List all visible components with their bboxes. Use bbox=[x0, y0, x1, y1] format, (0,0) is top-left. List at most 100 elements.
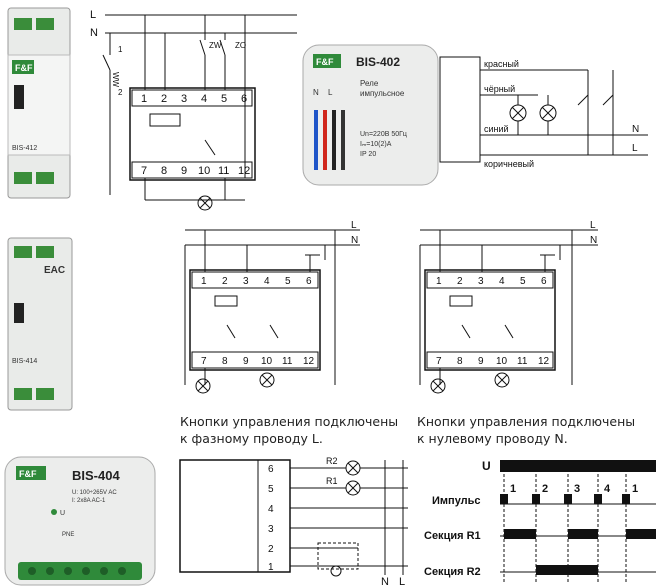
terminal-row-top: 1 2 3 4 5 6 bbox=[131, 89, 253, 107]
terminal-4: 4 bbox=[264, 276, 270, 287]
model-label: BIS-402 bbox=[356, 55, 400, 69]
wire-label-brown: коричневый bbox=[484, 159, 534, 169]
indicator-lamp-icon bbox=[330, 565, 342, 577]
terminal-5: 5 bbox=[285, 276, 291, 287]
switch-pin-2: 2 bbox=[118, 88, 123, 97]
terminal-4: 4 bbox=[201, 93, 207, 105]
bis-412-wiring-diagram: L N WW 1 2 1 2 3 4 5 6 7 8 9 10 11 12 ZW… bbox=[90, 9, 297, 211]
led-label: U bbox=[60, 510, 65, 517]
push-button-group bbox=[317, 542, 359, 570]
wire-label-red: красный bbox=[484, 59, 519, 69]
spec-1: Un=220В 50Гц bbox=[360, 131, 407, 138]
relay-coil bbox=[214, 295, 238, 307]
terminal-4: 4 bbox=[499, 276, 505, 287]
terminal-8: 8 bbox=[161, 165, 167, 177]
terminal-12: 12 bbox=[538, 356, 550, 367]
model-label: BIS-412 bbox=[12, 145, 37, 152]
lamp-label-r1: R1 bbox=[326, 476, 338, 486]
bus-label-n: N bbox=[590, 235, 597, 246]
terminal-2: 2 bbox=[457, 276, 463, 287]
terminal-1: 1 bbox=[141, 93, 147, 105]
lamp-icon bbox=[197, 195, 213, 211]
terminal-12: 12 bbox=[238, 165, 250, 177]
terminal-6: 6 bbox=[268, 464, 274, 475]
terminal-6: 6 bbox=[541, 276, 547, 287]
sub-label: PNE bbox=[62, 532, 74, 538]
terminal-9: 9 bbox=[243, 356, 249, 367]
caption-phase-line-1: Кнопки управления подключены bbox=[180, 414, 399, 429]
desc-line-1: Реле bbox=[360, 79, 379, 88]
pin-l: L bbox=[328, 88, 333, 97]
pulse-number: 3 bbox=[574, 483, 580, 495]
wire-label-black: чёрный bbox=[484, 84, 515, 94]
caption-neutral-line-1: Кнопки управления подключены bbox=[417, 414, 636, 429]
brand-label: F&F bbox=[316, 57, 334, 67]
terminal-8: 8 bbox=[457, 356, 463, 367]
timing-u-label: U bbox=[482, 459, 491, 473]
r1-on-segment bbox=[626, 529, 656, 539]
r1-on-segment bbox=[504, 529, 536, 539]
caption-phase-line-2: к фазному проводу L. bbox=[180, 431, 323, 446]
spec-2: I: 2x8A AC-1 bbox=[72, 498, 106, 504]
desc-line-2: импульсное bbox=[360, 89, 405, 98]
terminal-3: 3 bbox=[268, 524, 274, 535]
terminal-1: 1 bbox=[268, 562, 274, 573]
spec-2: Iₘ=10(2)A bbox=[360, 141, 392, 148]
caption-neutral-line-2: к нулевому проводу N. bbox=[417, 431, 568, 446]
terminal-1: 1 bbox=[201, 276, 207, 287]
spec-3: IP 20 bbox=[360, 151, 376, 158]
terminal-11: 11 bbox=[517, 356, 528, 367]
terminal-2: 2 bbox=[222, 276, 228, 287]
bis-414-device-photo: EAC BIS-414 bbox=[7, 237, 73, 411]
lamp-icon bbox=[259, 372, 275, 388]
brand-logo-icon bbox=[16, 466, 46, 480]
bis-402-device-photo: F&F BIS-402 Реле импульсное N L Un=220В … bbox=[302, 44, 439, 186]
pulse-number: 4 bbox=[604, 483, 611, 495]
lamp-icon bbox=[494, 372, 510, 388]
terminal-8: 8 bbox=[222, 356, 228, 367]
terminal-3: 3 bbox=[478, 276, 484, 287]
terminal-3: 3 bbox=[181, 93, 187, 105]
terminal-row-bottom: 7 8 9 10 11 12 bbox=[131, 161, 253, 179]
relay-coil bbox=[149, 113, 181, 127]
terminal-10: 10 bbox=[261, 356, 273, 367]
bus-label-n: N bbox=[351, 235, 358, 246]
led-icon bbox=[51, 509, 57, 515]
eac-mark: EAC bbox=[44, 265, 65, 276]
bus-label-n: N bbox=[381, 576, 389, 587]
bis-404-wiring-diagram: 6 5 4 3 2 1 R2 R1 N L bbox=[179, 456, 408, 587]
lamp-label-r2: R2 bbox=[326, 456, 338, 466]
wire-label-blue: синий bbox=[484, 124, 509, 134]
bus-label-l: L bbox=[90, 9, 96, 21]
bis-412-device-photo: F&F BIS-412 bbox=[7, 7, 71, 199]
terminal-9: 9 bbox=[478, 356, 484, 367]
terminal-3: 3 bbox=[243, 276, 249, 287]
switch-label-zo: ZO bbox=[235, 41, 246, 50]
lamp-icon bbox=[430, 378, 446, 394]
brand-logo-icon bbox=[12, 60, 34, 74]
row-label-r2: Секция R2 bbox=[424, 566, 481, 578]
brand-label: F&F bbox=[15, 63, 33, 73]
bus-label-n: N bbox=[632, 124, 639, 135]
bus-label-l: L bbox=[351, 220, 357, 231]
terminal-5: 5 bbox=[221, 93, 227, 105]
terminal-7: 7 bbox=[201, 356, 207, 367]
terminal-10: 10 bbox=[496, 356, 508, 367]
pulse-number: 2 bbox=[542, 483, 548, 495]
terminal-12: 12 bbox=[303, 356, 315, 367]
pulse-number: 1 bbox=[632, 483, 638, 495]
bus-label-l: L bbox=[632, 143, 638, 154]
terminal-5: 5 bbox=[520, 276, 526, 287]
switch-label-ww: WW bbox=[111, 72, 120, 88]
pulse-number: 1 bbox=[510, 483, 516, 495]
terminal-4: 4 bbox=[268, 504, 274, 515]
bis-404-device-photo: F&F BIS-404 U: 100÷265V AC I: 2x8A AC-1 … bbox=[4, 456, 156, 586]
terminal-6: 6 bbox=[306, 276, 312, 287]
lamp-icon bbox=[195, 378, 211, 394]
model-label: BIS-404 bbox=[72, 468, 120, 483]
supply-bar bbox=[500, 460, 656, 472]
bis-402-wiring-diagram: красный чёрный синий коричневый N L bbox=[439, 56, 648, 169]
bis-414-wiring-l: L N 1 2 3 4 5 6 7 8 9 10 11 12 bbox=[184, 220, 360, 394]
terminal-11: 11 bbox=[282, 356, 293, 367]
